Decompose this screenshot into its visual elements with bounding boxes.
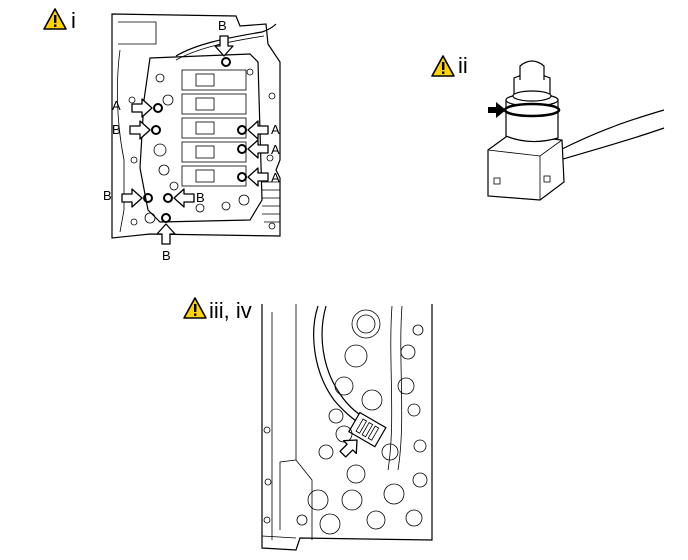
o-ring-pointer-arrow [488, 102, 506, 118]
figure-iii-iv-caption: iii, iv [209, 298, 252, 323]
callout-a-right-3: A [271, 170, 280, 185]
figure-i: i [43, 8, 281, 263]
callout-a-left: A [112, 98, 121, 113]
warning-triangle-icon [183, 297, 207, 319]
callout-b-bottom: B [162, 248, 171, 263]
figure-ii-caption: ii [458, 53, 468, 78]
callout-b-left: B [112, 122, 121, 137]
callout-b-mid: B [196, 190, 205, 205]
warning-triangle-icon [431, 55, 455, 77]
o-ring-markers [143, 57, 247, 223]
callout-a-right-1: A [271, 122, 280, 137]
callout-b-top: B [218, 18, 227, 33]
callout-a-right-2: A [271, 142, 280, 157]
figure-i-caption: i [71, 8, 76, 33]
callout-b-lower-left: B [103, 188, 112, 203]
warning-triangle-icon [43, 8, 67, 30]
pointer-arrows [121, 35, 269, 245]
solenoid-sensor [487, 60, 665, 201]
figure-iii-iv: iii, iv [183, 297, 433, 551]
valve-body-closeup [261, 304, 433, 551]
figure-ii: ii [431, 53, 665, 201]
